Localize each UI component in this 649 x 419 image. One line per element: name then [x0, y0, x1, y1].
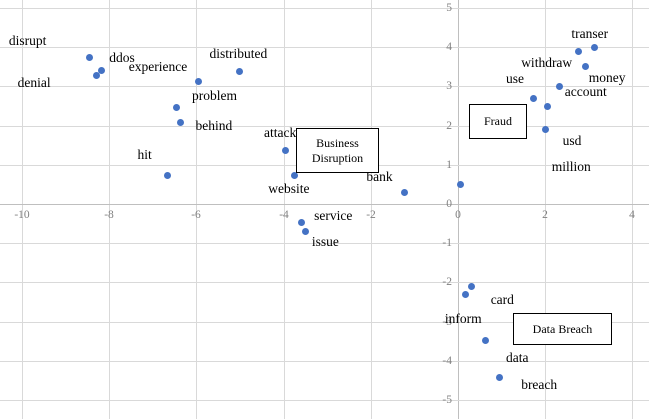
- data-point-card: [456, 180, 464, 188]
- data-point-breach: [481, 336, 489, 344]
- x-tick-label--2: -2: [366, 209, 376, 221]
- data-point-transer: [590, 43, 598, 51]
- cluster-annotation-fraud: Fraud: [469, 104, 527, 139]
- point-label-experience: experience: [128, 58, 188, 74]
- data-point-ddos: [97, 67, 105, 75]
- y-tick-label--1: -1: [442, 237, 452, 249]
- point-label-hit: hit: [137, 147, 152, 162]
- gridline-y--1: [0, 243, 649, 244]
- gridline-y--2: [0, 282, 649, 283]
- x-tick-label--4: -4: [279, 209, 289, 221]
- point-label-data: data: [506, 349, 529, 365]
- point-label-problem: problem: [192, 88, 237, 104]
- y-tick-label--5: -5: [442, 394, 452, 406]
- gridline-y-5: [0, 8, 649, 9]
- data-point-service: [298, 218, 306, 226]
- point-label-ddos: ddos: [109, 50, 135, 66]
- point-label-distributed: distributed: [209, 46, 268, 62]
- point-label-issue: issue: [311, 234, 339, 249]
- x-tick-label--6: -6: [191, 209, 201, 221]
- data-point-million: [541, 126, 549, 133]
- gridline-y-0: [0, 204, 649, 205]
- gridline-x-2: [545, 0, 546, 419]
- data-point-account: [555, 82, 563, 90]
- point-label-withdraw: withdraw: [521, 54, 573, 70]
- data-point-usd: [544, 102, 552, 110]
- data-point-distributed: [235, 68, 243, 75]
- point-label-behind: behind: [195, 117, 233, 133]
- gridline-y--3: [0, 322, 649, 323]
- data-point-money: [581, 63, 589, 71]
- point-label-service: service: [314, 207, 353, 223]
- x-tick-label-4: 4: [629, 209, 635, 221]
- point-label-use: use: [506, 70, 524, 86]
- y-tick-label--3: -3: [442, 316, 452, 328]
- data-point-hit: [163, 171, 171, 179]
- y-tick-label-5: 5: [446, 2, 452, 14]
- point-label-disrupt: disrupt: [8, 33, 47, 49]
- data-point-experience: [195, 78, 203, 86]
- x-tick-label-0: 0: [455, 209, 461, 221]
- cluster-annotation-data-breach: Data Breach: [513, 313, 612, 345]
- data-point-inform: [467, 282, 475, 290]
- point-label-transer: transer: [571, 25, 609, 41]
- y-tick-label-3: 3: [446, 80, 452, 92]
- data-point-behind: [176, 119, 184, 126]
- data-point-denial: [92, 71, 100, 79]
- data-point-disrupt: [86, 53, 94, 61]
- point-label-website: website: [268, 181, 310, 197]
- y-tick-label-0: 0: [446, 198, 452, 210]
- point-label-denial: denial: [17, 74, 51, 90]
- data-point-use: [529, 94, 537, 102]
- gridline-x-4: [632, 0, 633, 419]
- x-tick-label--10: -10: [14, 209, 30, 221]
- gridline-y--5: [0, 400, 649, 401]
- gridline-x--6: [196, 0, 197, 419]
- gridline-x--10: [22, 0, 23, 419]
- data-point-attack: [282, 147, 290, 155]
- data-point-data: [462, 291, 470, 299]
- y-tick-label-4: 4: [446, 41, 452, 53]
- data-point-bank: [401, 188, 409, 196]
- cluster-annotation-business-disruption: Business Disruption: [296, 128, 379, 173]
- point-label-million: million: [551, 158, 591, 174]
- gridline-x-0: [458, 0, 459, 419]
- y-tick-label--2: -2: [442, 276, 452, 288]
- x-tick-label--8: -8: [104, 209, 114, 221]
- y-tick-label-2: 2: [446, 120, 452, 132]
- gridline-y-3: [0, 86, 649, 87]
- point-label-inform: inform: [444, 310, 482, 326]
- y-tick-label--4: -4: [442, 355, 452, 367]
- point-label-account: account: [564, 84, 607, 100]
- data-point-withdraw: [574, 47, 582, 55]
- gridline-x--8: [109, 0, 110, 419]
- data-point-breach2: [495, 373, 503, 381]
- data-point-problem: [173, 104, 181, 112]
- point-label-attack: attack: [264, 124, 297, 140]
- gridline-y-4: [0, 47, 649, 48]
- point-label-usd: usd: [562, 133, 582, 149]
- gridline-x--2: [371, 0, 372, 419]
- point-label-breach: breach: [521, 377, 558, 393]
- data-point-website: [291, 171, 298, 179]
- gridline-y--4: [0, 361, 649, 362]
- point-label-card: card: [490, 292, 514, 307]
- gridline-y-2: [0, 126, 649, 127]
- data-point-issue: [301, 227, 309, 235]
- y-tick-label-1: 1: [446, 159, 452, 171]
- gridline-x--4: [284, 0, 285, 419]
- point-label-money: money: [588, 69, 626, 85]
- x-tick-label-2: 2: [542, 209, 548, 221]
